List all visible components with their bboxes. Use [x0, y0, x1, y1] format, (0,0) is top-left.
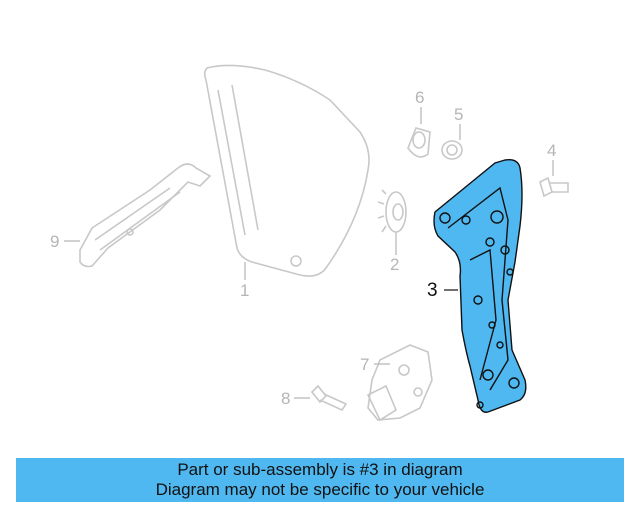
info-banner: Part or sub-assembly is #3 in diagram Di… — [16, 458, 624, 502]
bolt-part-4 — [539, 176, 569, 198]
screw-part-8 — [310, 384, 348, 412]
callout-8: 8 — [281, 389, 291, 408]
callout-7: 7 — [360, 355, 370, 374]
callout-2: 2 — [390, 255, 400, 274]
callout-9: 9 — [50, 232, 60, 251]
gear-part-2 — [377, 189, 407, 238]
leader-lines — [64, 107, 554, 399]
callout-4: 4 — [547, 141, 557, 160]
run-channel-part-9 — [79, 163, 212, 268]
callout-3: 3 — [427, 280, 438, 301]
callout-5: 5 — [454, 105, 464, 124]
callout-6: 6 — [415, 88, 425, 107]
nut-part-5 — [441, 140, 463, 160]
callout-1: 1 — [240, 281, 250, 300]
grommet-part-6 — [407, 127, 431, 158]
door-glass-part-1 — [203, 64, 370, 277]
banner-line-1: Part or sub-assembly is #3 in diagram — [177, 460, 463, 479]
parts-diagram — [64, 64, 569, 422]
window-regulator-part-3 — [433, 158, 527, 413]
banner-line-2: Diagram may not be specific to your vehi… — [155, 480, 485, 499]
motor-part-7 — [366, 344, 433, 422]
